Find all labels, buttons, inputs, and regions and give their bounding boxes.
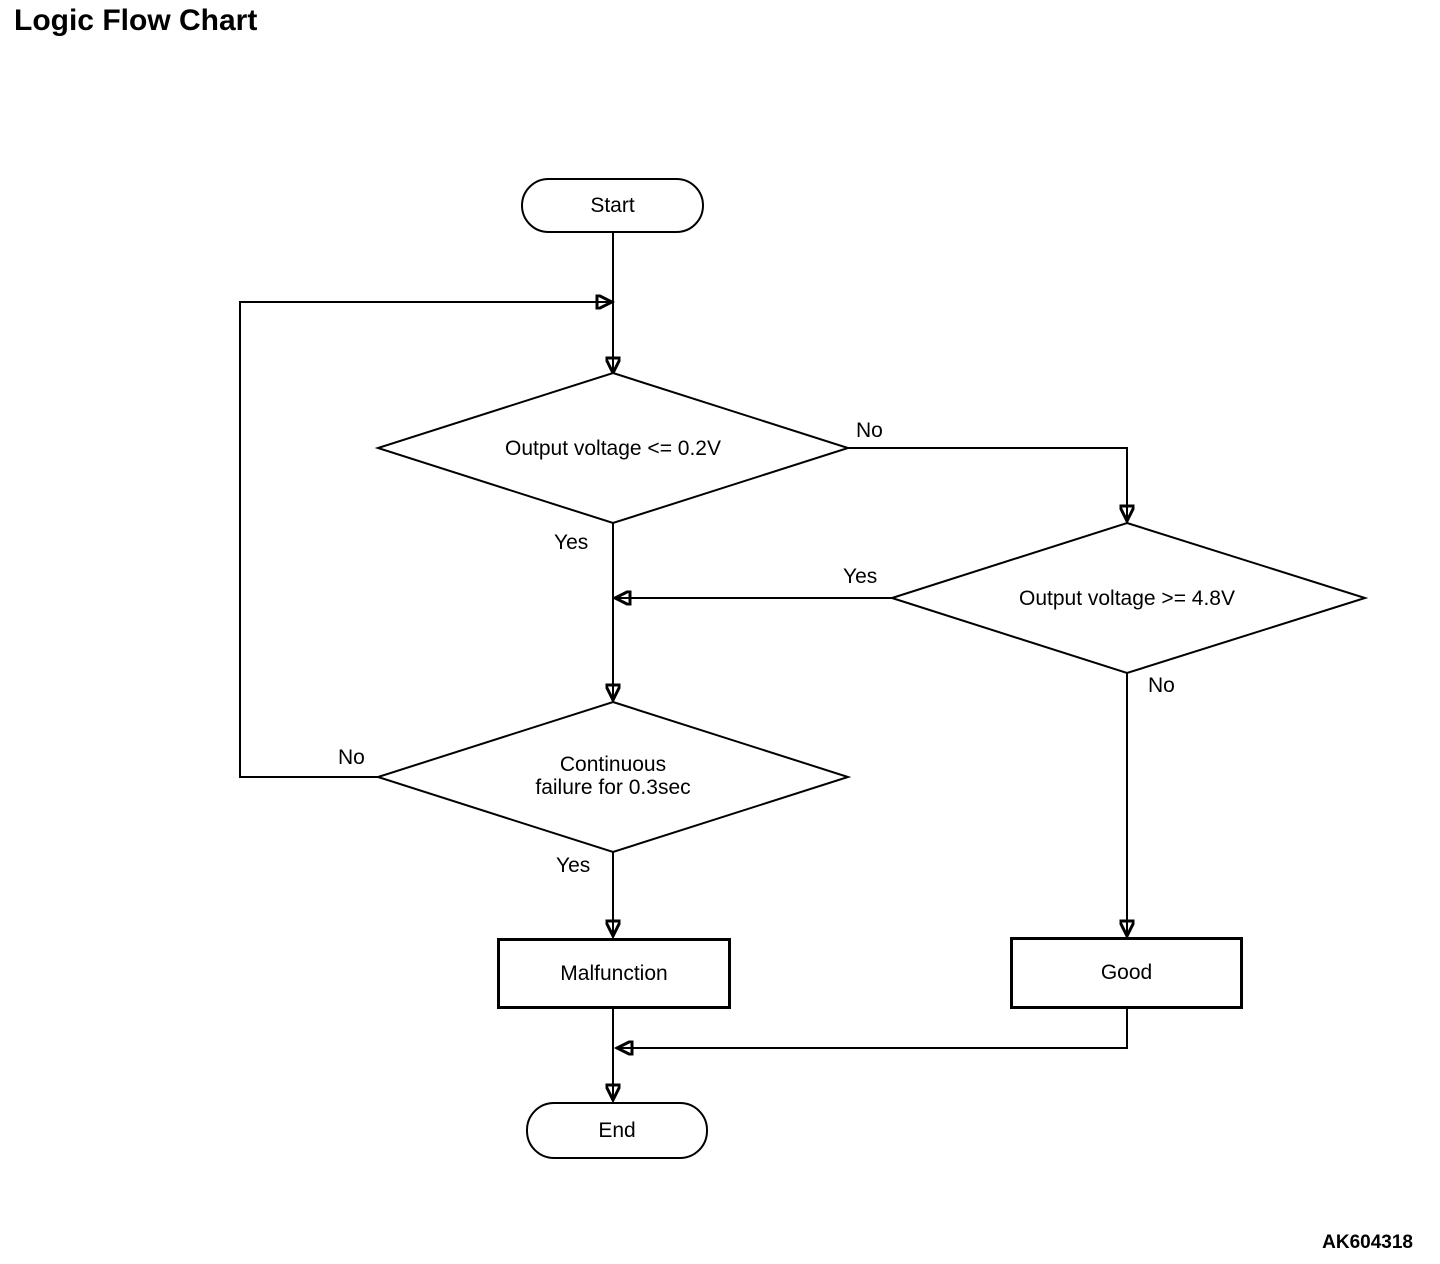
edge-continuous-failure-no-loop: [239, 302, 612, 778]
node-output-low-check-shape: [374, 371, 852, 525]
edge-label-output-low-no: No: [856, 419, 883, 442]
node-malfunction-label: Malfunction: [560, 961, 668, 985]
edge-label-output-low-yes: Yes: [554, 531, 589, 554]
node-output-high-check-shape: [888, 521, 1369, 675]
node-continuous-failure-check-label-line1: Continuous: [559, 753, 667, 776]
node-continuous-failure-check-label-line2: failure for 0.3sec: [535, 776, 691, 799]
edge-label-continuous-failure-yes: Yes: [556, 854, 591, 877]
edge-label-output-high-no: No: [1148, 674, 1175, 697]
node-continuous-failure-check-label: Continuous failure for 0.3sec: [413, 753, 813, 799]
edge-good-to-end-merge: [617, 1009, 1128, 1048]
node-continuous-failure-check-shape: [374, 700, 852, 854]
node-malfunction: Malfunction: [497, 938, 731, 1009]
node-end: End: [526, 1102, 708, 1159]
node-output-high-check-label: Output voltage >= 4.8V: [1019, 587, 1235, 610]
edge-output-low-no-to-output-high-check: [847, 447, 1127, 521]
node-good-label: Good: [1100, 961, 1153, 984]
node-output-low-check-label: Output voltage <= 0.2V: [505, 437, 721, 460]
node-start: Start: [521, 178, 704, 233]
page-title: Logic Flow Chart: [14, 4, 258, 37]
figure-code: AK604318: [1322, 1232, 1413, 1253]
edge-label-output-high-yes: Yes: [843, 565, 878, 588]
node-start-label: Start: [590, 193, 635, 217]
node-good: Good: [1010, 937, 1243, 1009]
edge-label-continuous-failure-no: No: [338, 746, 365, 769]
node-end-label: End: [598, 1118, 636, 1142]
